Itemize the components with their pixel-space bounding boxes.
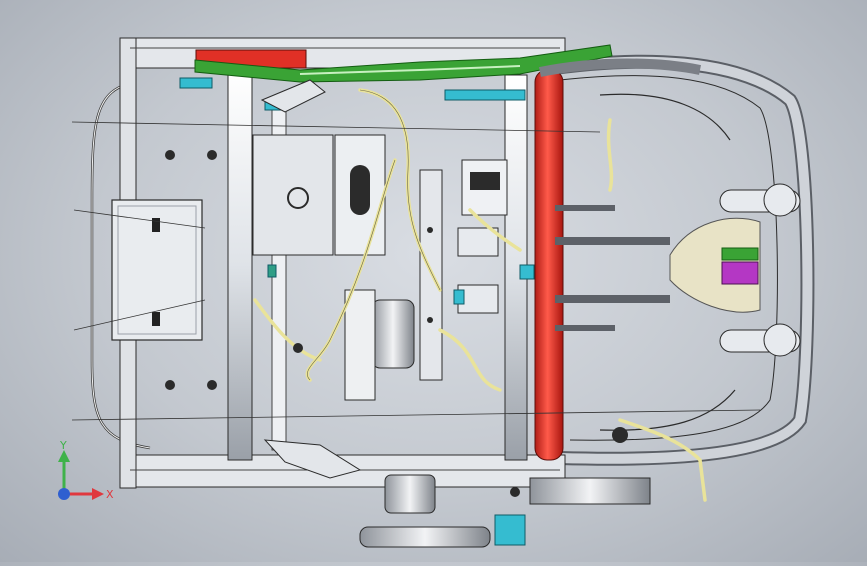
cross-bars (555, 205, 670, 331)
recliner-mechanism[interactable] (719, 183, 801, 357)
y-axis-label: Y (59, 440, 67, 452)
coordinate-triad: Y X (52, 439, 122, 510)
connector-block[interactable] (457, 159, 508, 314)
center-bracket[interactable] (252, 134, 386, 256)
lumbar-support-plate[interactable] (669, 217, 761, 313)
z-axis-dot (58, 488, 70, 500)
lower-link[interactable] (263, 439, 362, 479)
leader-lines (71, 121, 761, 421)
fasteners (165, 150, 628, 497)
connector-purple[interactable] (721, 247, 759, 285)
recliner-link-green[interactable] (194, 44, 613, 83)
x-axis-label: X (106, 488, 114, 501)
back-frame-tube[interactable] (539, 58, 701, 77)
seat-motor[interactable] (344, 289, 651, 548)
upper-link[interactable] (260, 79, 326, 113)
control-module[interactable] (111, 199, 203, 341)
torsion-tube-red[interactable] (534, 69, 564, 461)
